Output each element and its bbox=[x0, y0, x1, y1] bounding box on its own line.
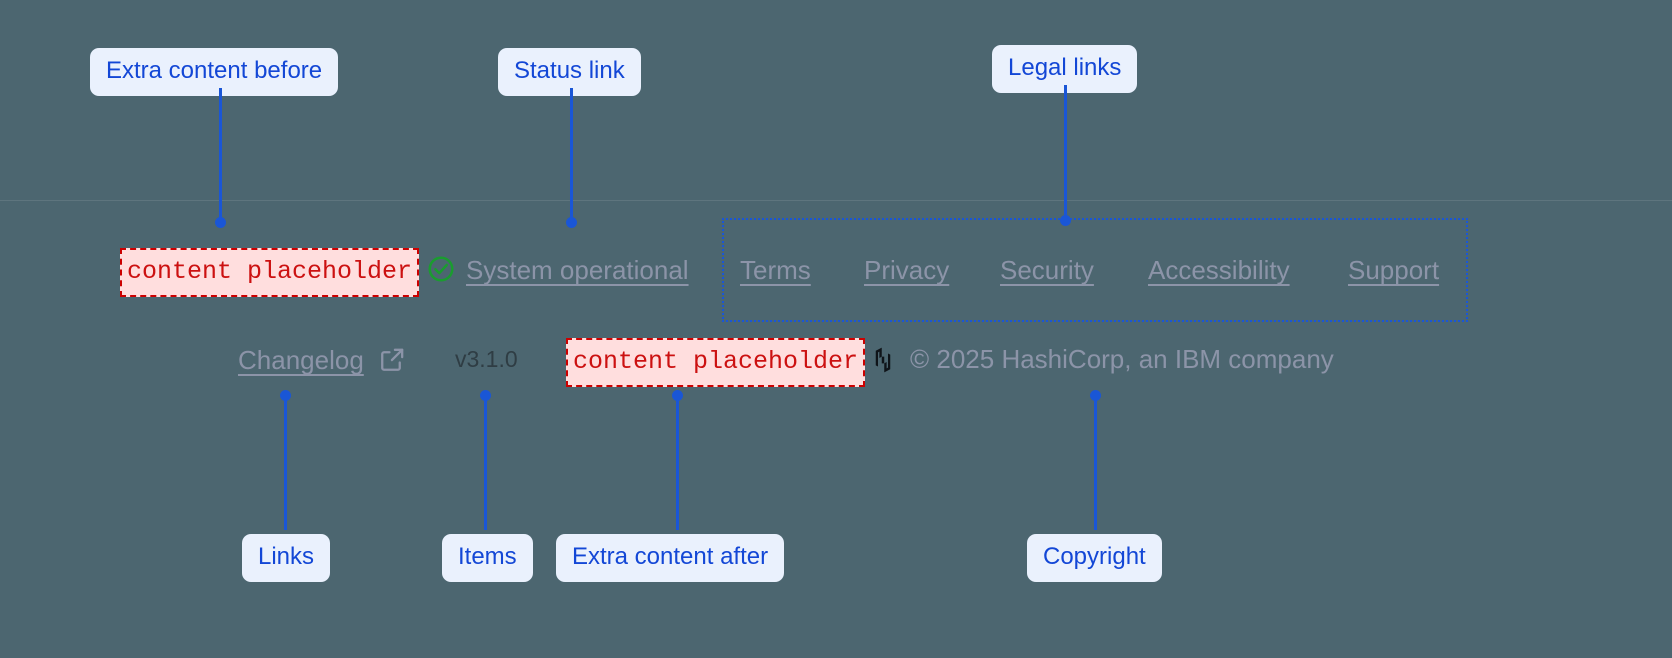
hashicorp-logo-icon bbox=[868, 345, 898, 380]
leader-dot-legal-links bbox=[1060, 215, 1071, 226]
leader-line-copyright bbox=[1094, 395, 1097, 530]
copyright-text: © 2025 HashiCorp, an IBM company bbox=[910, 344, 1334, 374]
callout-items: Items bbox=[442, 534, 533, 582]
leader-line-status-link bbox=[570, 88, 573, 220]
external-link-icon[interactable] bbox=[378, 345, 407, 379]
legal-link-support[interactable]: Support bbox=[1348, 255, 1440, 285]
status-link[interactable]: System operational bbox=[466, 255, 689, 285]
leader-dot-extra-content-before bbox=[215, 217, 226, 228]
legal-link-terms[interactable]: Terms bbox=[740, 255, 811, 285]
check-circle-icon bbox=[426, 254, 456, 289]
version-label: v3.1.0 bbox=[455, 346, 518, 372]
leader-line-links bbox=[284, 395, 287, 530]
leader-line-extra-content-before bbox=[219, 88, 222, 220]
callout-extra-content-after: Extra content after bbox=[556, 534, 785, 582]
leader-line-legal-links bbox=[1064, 85, 1067, 220]
footer-top-divider bbox=[0, 200, 1672, 201]
legal-links-region-highlight bbox=[722, 218, 1468, 322]
legal-link-accessibility[interactable]: Accessibility bbox=[1148, 255, 1290, 285]
callout-extra-content-before: Extra content before bbox=[90, 48, 339, 96]
changelog-link[interactable]: Changelog bbox=[238, 345, 364, 375]
callout-status-link: Status link bbox=[498, 48, 641, 96]
slot-extra-content-after: content placeholder bbox=[566, 338, 866, 387]
leader-dot-status-link bbox=[566, 217, 577, 228]
leader-line-items bbox=[484, 395, 487, 530]
legal-link-security[interactable]: Security bbox=[1000, 255, 1094, 285]
slot-extra-content-before: content placeholder bbox=[120, 248, 420, 297]
callout-links: Links bbox=[242, 534, 331, 582]
leader-line-extra-content-after bbox=[676, 395, 679, 530]
callout-copyright: Copyright bbox=[1027, 534, 1162, 582]
legal-link-privacy[interactable]: Privacy bbox=[864, 255, 950, 285]
